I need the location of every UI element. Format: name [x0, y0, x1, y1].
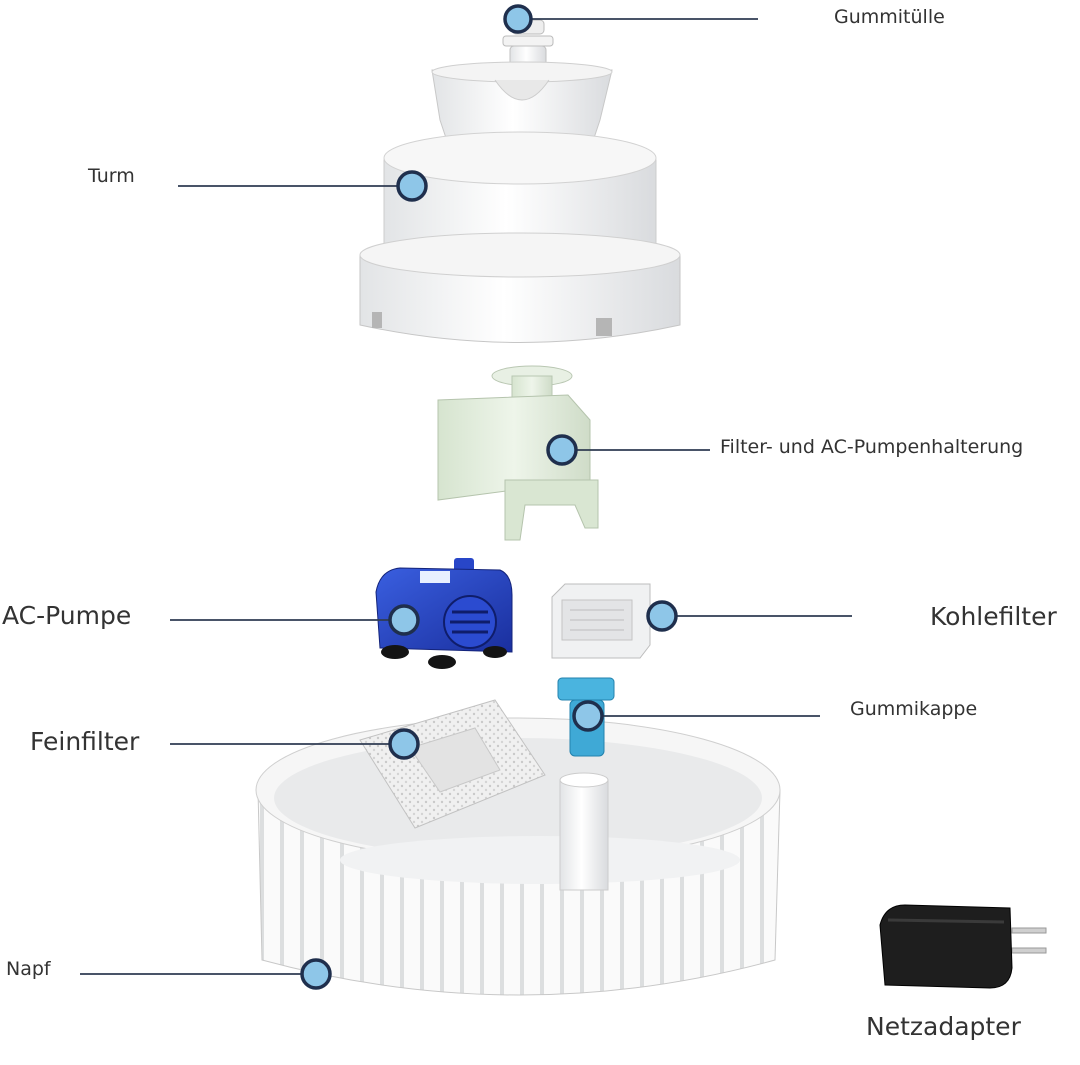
- label-netzadapter: Netzadapter: [866, 1012, 1021, 1041]
- charcoal-filter-illustration: [551, 583, 651, 659]
- marker-napf: [300, 958, 332, 990]
- label-turm: Turm: [88, 165, 135, 187]
- marker-turm: [396, 170, 428, 202]
- markers: [300, 4, 678, 990]
- marker-halterung: [546, 434, 578, 466]
- label-gummituelle: Gummitülle: [834, 6, 945, 28]
- power-adapter-illustration: [879, 904, 1047, 989]
- marker-kohlefilter: [646, 600, 678, 632]
- label-napf: Napf: [6, 958, 51, 980]
- marker-gummikappe: [572, 700, 604, 732]
- holder-illustration: [437, 365, 599, 541]
- label-feinfilter: Feinfilter: [30, 727, 140, 756]
- label-halterung: Filter- und AC-Pumpenhalterung: [720, 436, 1024, 458]
- tower-illustration: [359, 61, 681, 343]
- marker-gummituelle: [503, 4, 533, 34]
- label-ac-pumpe: AC-Pumpe: [2, 601, 132, 630]
- marker-feinfilter: [388, 728, 420, 760]
- leader-lines: [80, 18, 852, 975]
- label-gummikappe: Gummikappe: [850, 698, 978, 720]
- marker-ac-pumpe: [388, 604, 420, 636]
- label-kohlefilter: Kohlefilter: [930, 602, 1057, 631]
